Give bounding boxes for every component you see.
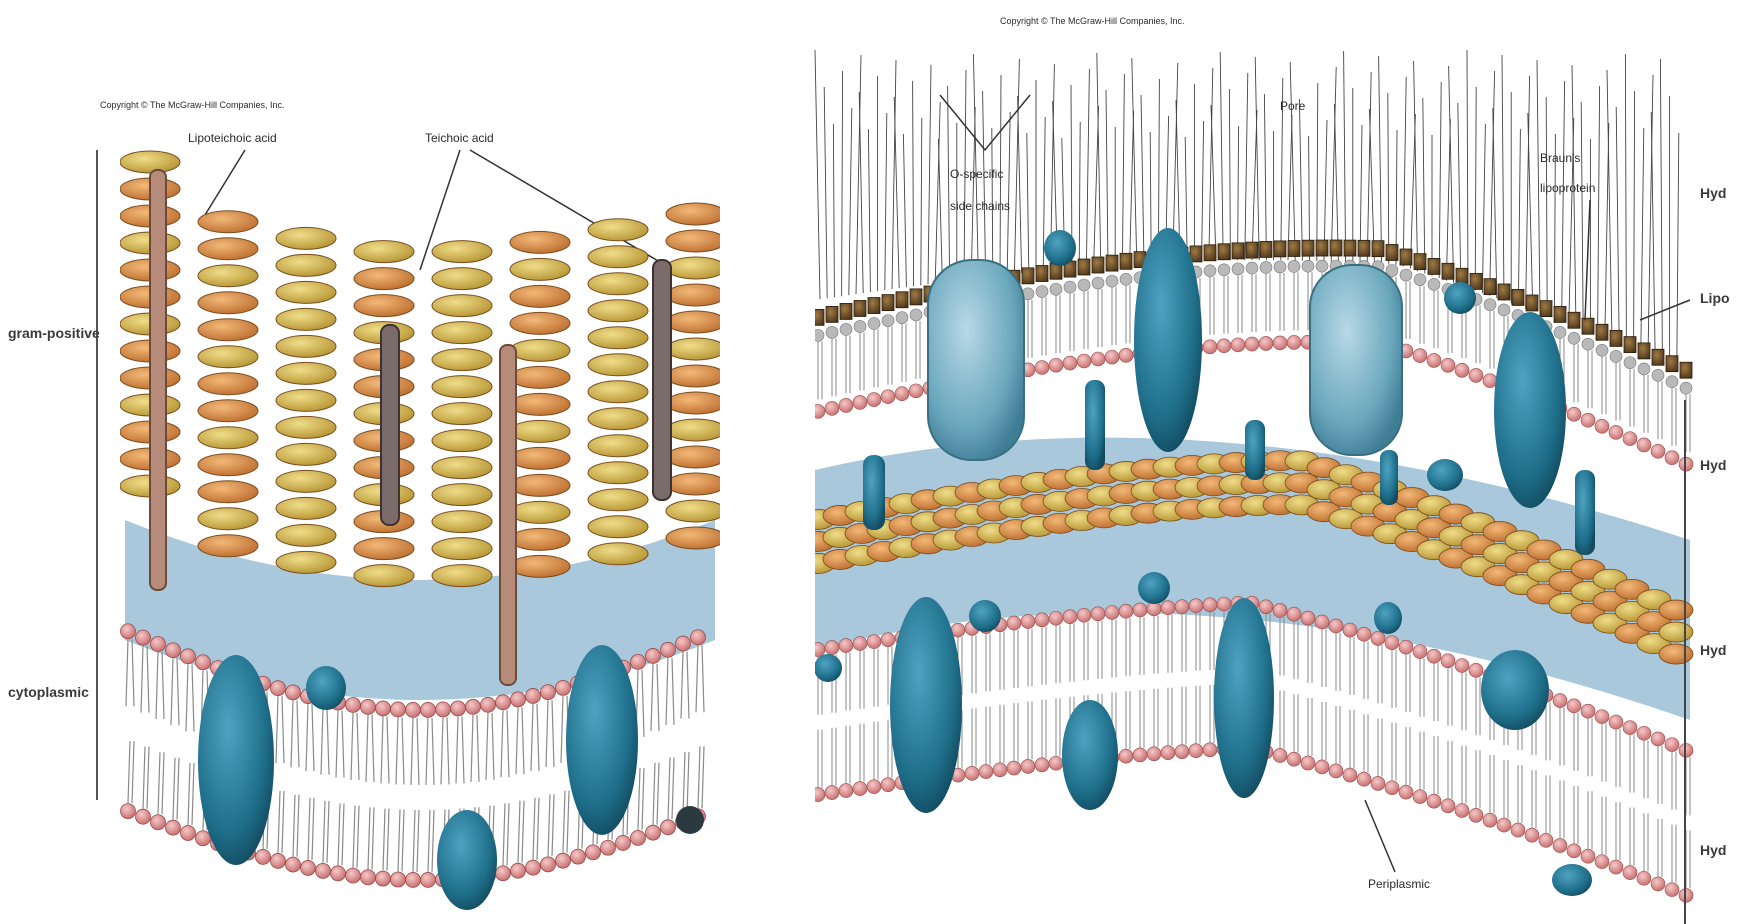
gram-positive-panel: Copyright © The McGraw-Hill Companies, I… xyxy=(8,100,726,910)
peptidoglycan-layers xyxy=(120,151,726,587)
right-copyright: Copyright © The McGraw-Hill Companies, I… xyxy=(1000,16,1185,26)
left-copyright: Copyright © The McGraw-Hill Companies, I… xyxy=(100,100,285,110)
left-side-label-bottom: cytoplasmic xyxy=(8,684,89,700)
o-specific-label-line1: O-specific xyxy=(950,167,1003,181)
right-side-label-5: Hyd xyxy=(1700,842,1726,858)
brauns-label-line1: Braun's xyxy=(1540,151,1580,165)
gram-negative-panel: Copyright © The McGraw-Hill Companies, I… xyxy=(801,16,1730,924)
pore-label: Pore xyxy=(1280,99,1306,113)
o-specific-label-line2: side chains xyxy=(950,199,1010,213)
left-side-label-top: gram-positive xyxy=(8,325,100,341)
right-side-label-2: Lipo xyxy=(1700,290,1730,306)
right-side-label-3: Hyd xyxy=(1700,457,1726,473)
periplasmic-label: Periplasmic xyxy=(1368,877,1430,891)
lipoteichoic-acid-label: Lipoteichoic acid xyxy=(188,131,277,145)
right-side-label-4: Hyd xyxy=(1700,642,1726,658)
right-side-label-1: Hyd xyxy=(1700,185,1726,201)
brauns-label-line2: lipoprotein xyxy=(1540,181,1595,195)
teichoic-acid-label: Teichoic acid xyxy=(425,131,494,145)
